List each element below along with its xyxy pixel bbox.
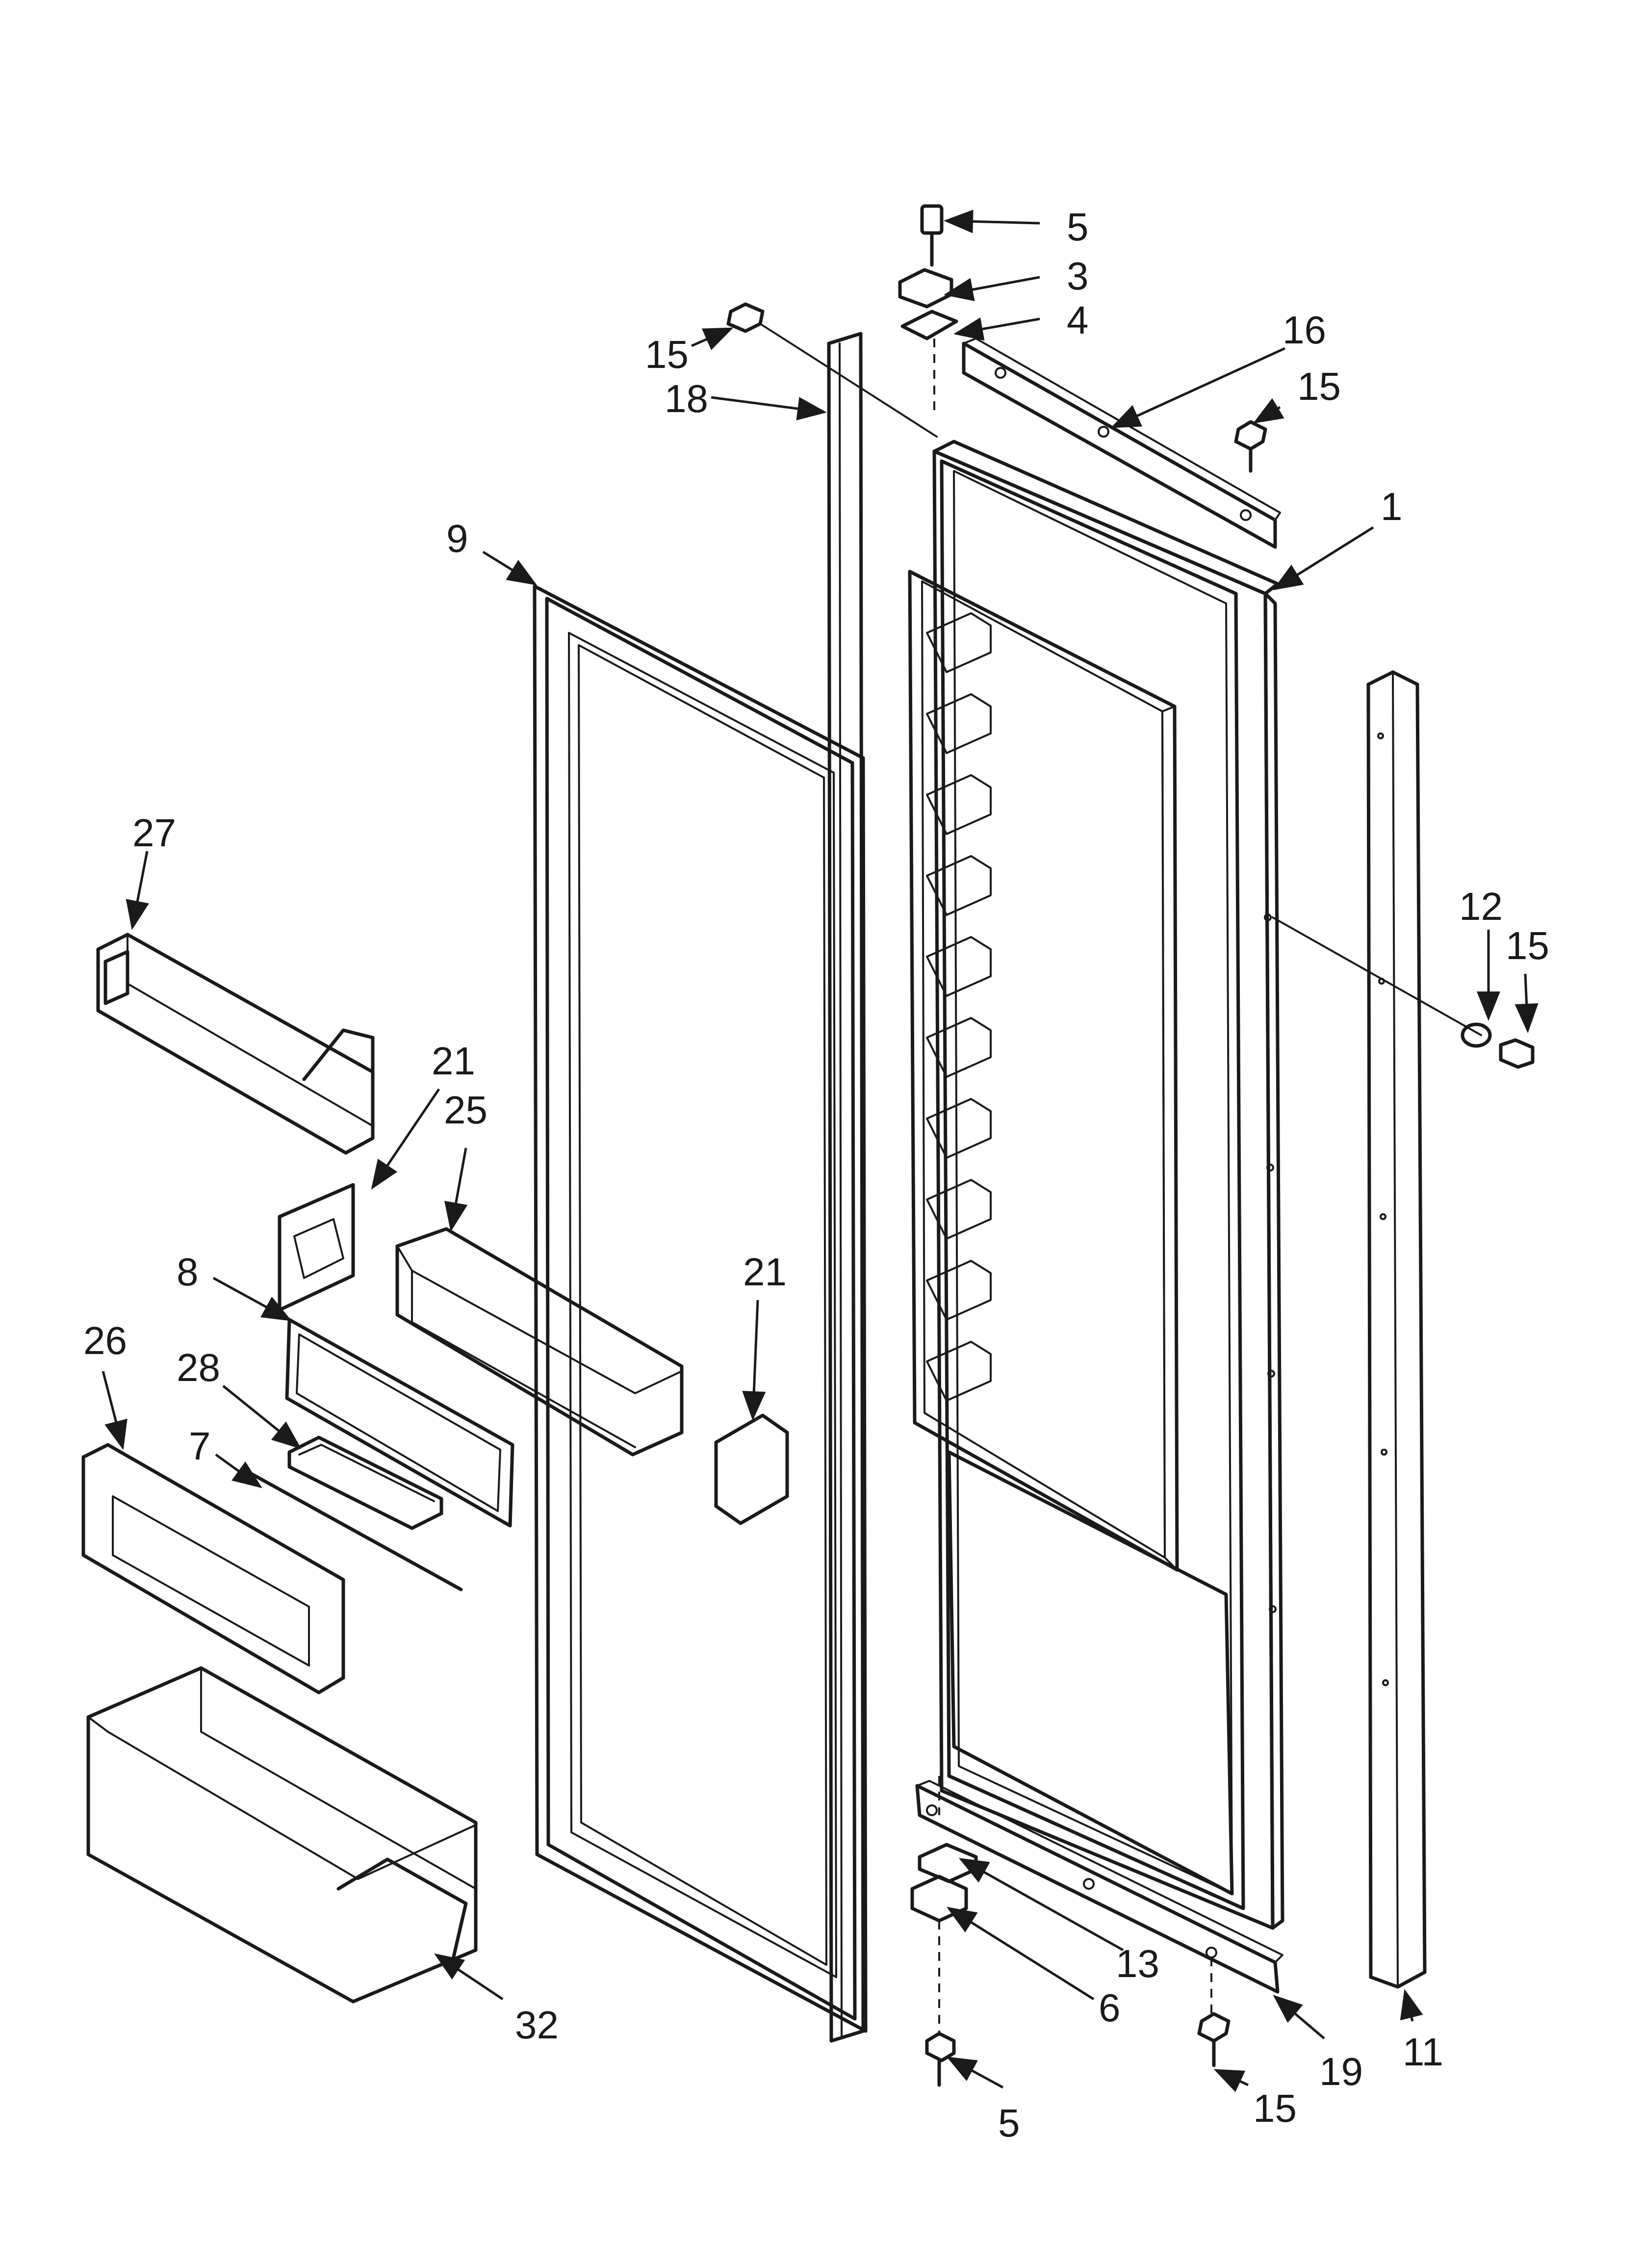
callout-19: 19 xyxy=(1319,2050,1363,2093)
top-hinge-assembly xyxy=(726,204,1267,473)
bin-bracket-left xyxy=(278,1183,355,1312)
callout-5-top: 5 xyxy=(1067,205,1089,249)
leader-lines xyxy=(102,209,1539,2092)
callout-21-right: 21 xyxy=(743,1250,787,1294)
callout-15-top-left: 15 xyxy=(645,333,689,376)
callout-7: 7 xyxy=(189,1424,211,1468)
callout-28: 28 xyxy=(177,1346,220,1389)
callout-4: 4 xyxy=(1067,298,1089,342)
callout-26: 26 xyxy=(83,1319,127,1362)
bin-bracket-right xyxy=(714,1413,789,1525)
door-bin-27 xyxy=(96,933,375,1155)
callout-12: 12 xyxy=(1459,885,1503,928)
callout-5-bottom: 5 xyxy=(998,2101,1020,2145)
callout-27: 27 xyxy=(132,811,176,855)
washer-and-screw xyxy=(1272,916,1535,1069)
crisper-bin-25 xyxy=(395,1227,684,1457)
callout-3: 3 xyxy=(1067,254,1089,298)
door-bin-32 xyxy=(86,1666,478,2004)
bin-rod xyxy=(246,1470,463,1591)
callout-6: 6 xyxy=(1099,1986,1121,2030)
door-trim-strip xyxy=(827,332,865,2043)
door-gasket xyxy=(533,584,868,2033)
callout-32: 32 xyxy=(515,2003,559,2047)
callout-15-top-right: 15 xyxy=(1297,365,1341,408)
shelf-ribs xyxy=(926,612,992,1402)
butter-tray xyxy=(287,1435,443,1530)
callout-25: 25 xyxy=(444,1088,487,1132)
bottom-hinge-bracket xyxy=(915,1776,1283,1994)
callout-11: 11 xyxy=(1403,2030,1443,2074)
callout-15-bottom: 15 xyxy=(1253,2086,1297,2130)
callout-1: 1 xyxy=(1381,485,1403,528)
door-handle xyxy=(1366,670,1427,1989)
callout-8: 8 xyxy=(177,1250,199,1294)
bin-door-26 xyxy=(81,1443,345,1694)
callout-21-left: 21 xyxy=(432,1039,475,1083)
callout-18: 18 xyxy=(665,377,708,420)
callout-9: 9 xyxy=(446,517,468,560)
callout-15-right: 15 xyxy=(1506,924,1549,967)
callout-labels: 5 3 4 16 15 15 18 1 9 27 12 15 21 25 21 … xyxy=(83,205,1549,2145)
callout-16: 16 xyxy=(1283,308,1326,352)
refrigerator-door xyxy=(908,440,1284,1930)
bin-cover-frame xyxy=(285,1318,514,1528)
callout-13: 13 xyxy=(1116,1942,1159,1985)
